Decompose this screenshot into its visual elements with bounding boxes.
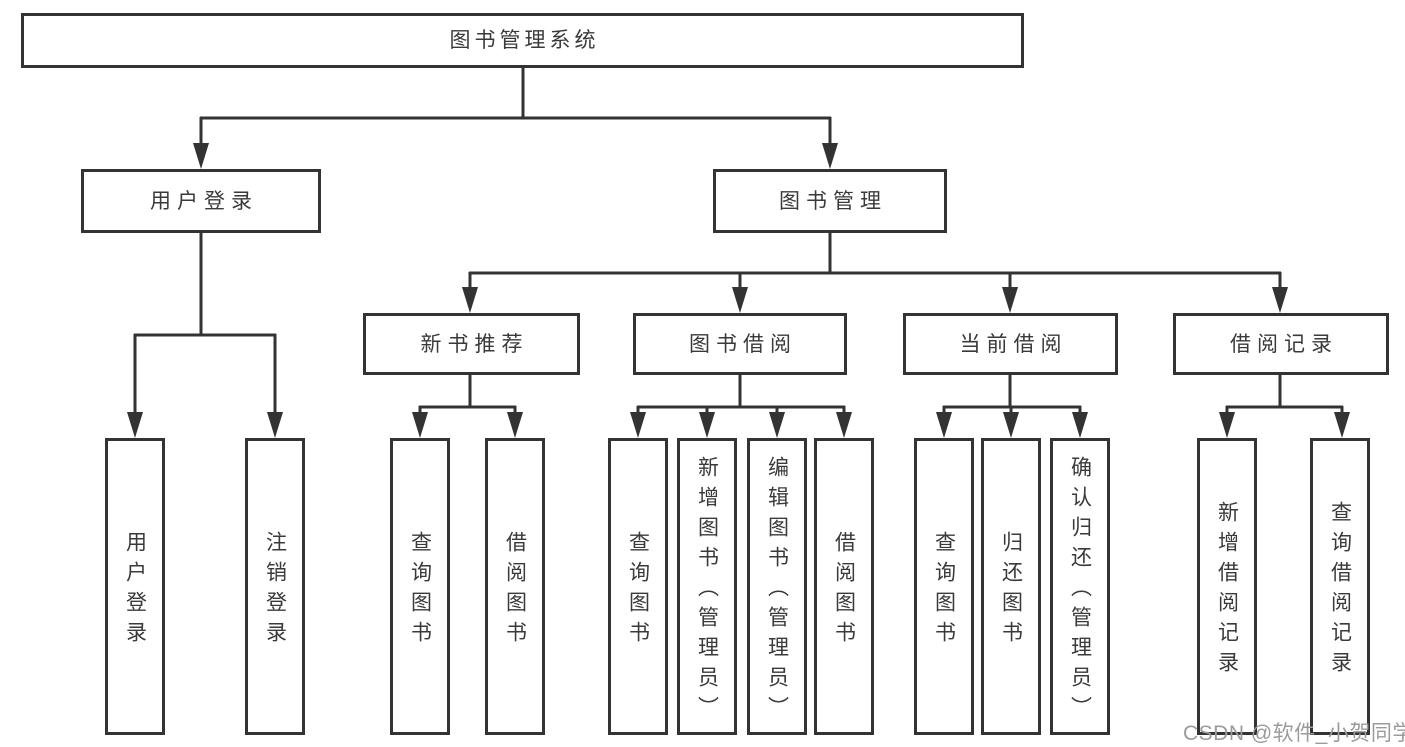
leaf-logout: 注销登录 — [245, 438, 305, 735]
leaf-records-add-record: 新增借阅记录 — [1197, 438, 1257, 735]
node-book-management: 图书管理 — [713, 169, 947, 233]
node-new-book-recommend: 新书推荐 — [363, 313, 580, 375]
node-user-login: 用户登录 — [81, 169, 321, 233]
watermark: CSDN @软件_小贺同学 — [1183, 722, 1405, 745]
node-book-borrow: 图书借阅 — [633, 313, 847, 375]
leaf-borrow-edit-book: 编辑图书（管理员） — [747, 438, 807, 735]
leaf-recommend-query-book: 查询图书 — [390, 438, 450, 735]
leaf-current-query-book: 查询图书 — [914, 438, 974, 735]
node-current-borrow: 当前借阅 — [903, 313, 1118, 375]
leaf-recommend-borrow-book: 借阅图书 — [485, 438, 545, 735]
node-library-management-system: 图书管理系统 — [21, 13, 1024, 68]
leaf-current-return-book: 归还图书 — [981, 438, 1041, 735]
leaf-user-login: 用户登录 — [105, 438, 165, 735]
leaf-current-confirm-return: 确认归还（管理员） — [1050, 438, 1110, 735]
leaf-borrow-add-book: 新增图书（管理员） — [677, 438, 737, 735]
tree-edges — [133, 66, 1344, 413]
leaf-borrow-borrow-book: 借阅图书 — [814, 438, 874, 735]
arrowheads — [127, 143, 1350, 438]
leaf-borrow-query-book: 查询图书 — [608, 438, 668, 735]
leaf-records-query-record: 查询借阅记录 — [1310, 438, 1370, 735]
node-borrow-records: 借阅记录 — [1173, 313, 1389, 375]
